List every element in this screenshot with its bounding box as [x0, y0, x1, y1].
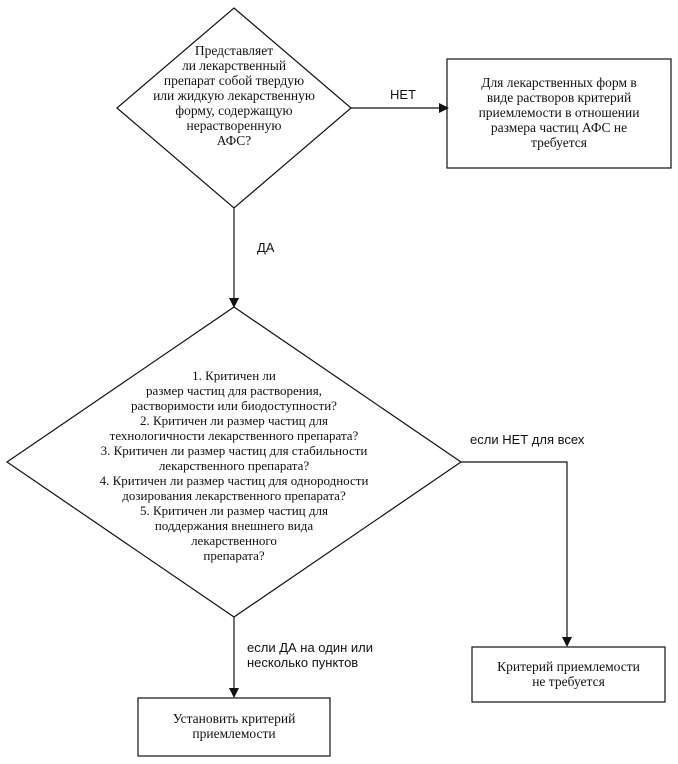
establish-criterion-text: Установить критерий приемлемости	[172, 711, 296, 741]
not-required-box	[471, 646, 666, 703]
decision1-question: Представляет ли лекарственный препарат с…	[153, 43, 315, 148]
establish-criterion-box	[137, 697, 331, 757]
label-yes-for-some: если ДА на один или несколько пунктов	[247, 640, 373, 670]
label-yes: ДА	[257, 240, 275, 255]
label-no-for-all: если НЕТ для всех	[470, 432, 585, 447]
not-required-text: Критерий приемлемости не требуется	[497, 659, 640, 689]
arrow-decision2-to-not-required-box	[461, 461, 572, 647]
no-requirement-solutions-text: Для лекарственных форм в виде растворов …	[478, 75, 640, 150]
decision2-questions: 1. Критичен ли размер частиц для раствор…	[99, 368, 369, 563]
no-requirement-solutions-box	[446, 58, 672, 169]
label-no: НЕТ	[390, 87, 416, 102]
